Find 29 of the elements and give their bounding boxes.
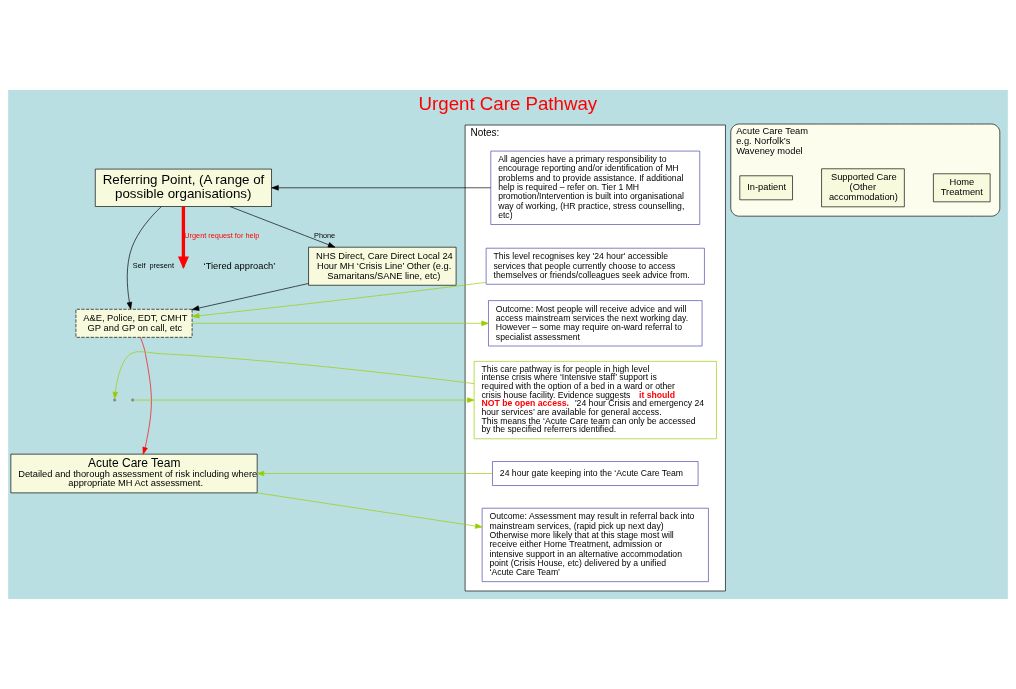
arrow: [112, 351, 475, 400]
node-box: In-patient: [739, 175, 793, 201]
diagram-title: Urgent Care Pathway: [418, 93, 598, 115]
arrow: [192, 281, 487, 319]
arrow: [140, 337, 152, 455]
edge-label: Urgent request for help: [184, 230, 260, 240]
node-box: Supported Care (Other accommodation): [821, 168, 905, 208]
node-box: Acute Care Team Detailed and thorough assessment of risk including where appropriate MH Act assessment.: [10, 453, 258, 494]
node-box: 24 hour gate keeping into the ‘Acute Care Team: [492, 461, 699, 486]
node-box: All agencies have a primary responsibility to encourage reporting and/or identification of MH problems and to provide assistance. If additional help is required – refer on. Tier 1 MH promotion/Intervention is built into organisational way of working, (HR practice, stress counselling, etc): [490, 150, 701, 225]
arrow: [126, 206, 162, 310]
arrow: [133, 397, 475, 403]
node-box: This care pathway is for people in high level intense crisis where ‘Intensive staff’ support is required with the option of a bed in a ward or other crisis house facility. Evidence suggests it should NOT be open access. '24 hour Crisis and emergency 24 hour services’ are available for general access. This means the ‘Acute Care team can only be accessed by the specified referrers identified.: [473, 361, 717, 440]
arrow: [256, 470, 493, 477]
arrow: [191, 320, 489, 326]
node-box: Outcome: Assessment may result in referral back into mainstream services, (rapid pick up next day) Otherwise more likely that at this stage most will receive either Home Treatment, admission or intensive support in an alternative accommodation point (Crisis House, etc) delivered by a unified ‘Acute Care Team’: [481, 507, 709, 582]
arrow: [271, 185, 491, 191]
node-box: NHS Direct, Care Direct Local 24 Hour MH ‘Crisis Line’ Other (e.g. Samaritans/SANE line, etc): [308, 246, 457, 286]
node-box: A&E, Police, EDT, CMHT GP and GP on call, etc: [75, 308, 193, 338]
edge-label: Phone: [313, 230, 336, 240]
node-box: Outcome: Most people will receive advice and will access mainstream services the next working day. However – some may require on-ward referral to specialist assessment: [488, 300, 703, 347]
arrow: [256, 492, 483, 529]
node-box: Referring Point, (A range of possible organisations): [94, 168, 272, 207]
node-box: Home Treatment: [933, 173, 991, 203]
arrow: [229, 206, 336, 248]
edge-label: Self present: [132, 261, 174, 271]
arrow: [191, 283, 309, 311]
node-box: This level recognises key '24 hour' accessible services that people currently choose to access themselves or friends/colleagues seek advice from.: [485, 247, 705, 285]
label: ‘Tiered approach’: [203, 260, 276, 271]
